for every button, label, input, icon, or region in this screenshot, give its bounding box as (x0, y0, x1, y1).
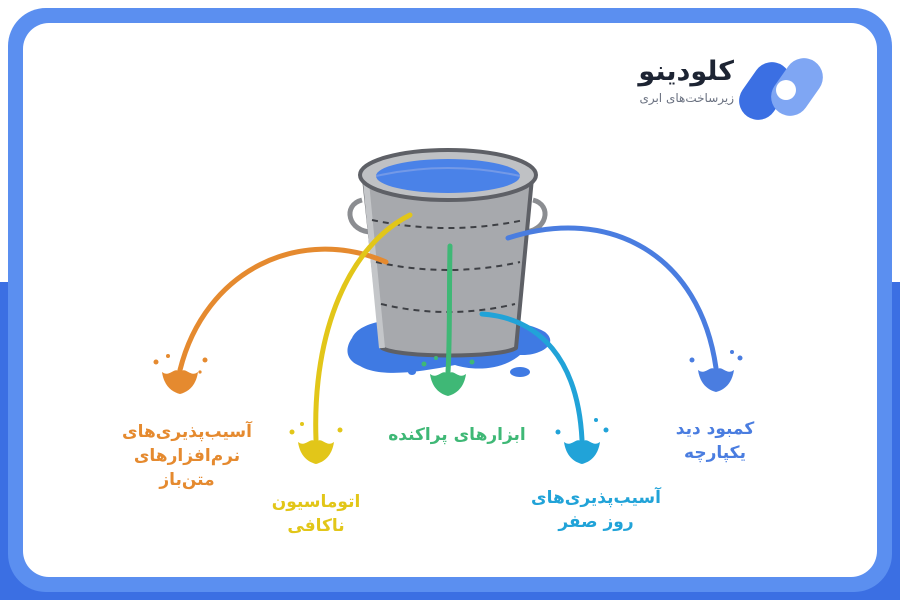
water-drop (408, 369, 416, 375)
splash-icon (421, 356, 475, 396)
water-drop (510, 367, 530, 377)
splash-icon (689, 350, 743, 392)
label-automation: اتوماسیون ناکافی (271, 492, 361, 536)
label-visibility: کمبود دید یکپارچه (675, 419, 755, 463)
stream-zeroday (479, 311, 585, 443)
label-tools: ابزارهای پراکنده (388, 425, 526, 445)
cloudino-logo-icon (739, 58, 823, 120)
splash-icon (555, 418, 609, 464)
label-zeroday: آسیب‌پذیری‌های روز صفر (531, 488, 661, 532)
stream-software (177, 246, 389, 373)
leaking-bucket-icon (358, 148, 538, 358)
label-software: آسیب‌پذیری‌های نرم‌افزارهای متن‌باز (122, 422, 252, 490)
bucket-handle (347, 197, 373, 235)
stream-visibility (505, 225, 719, 371)
splash-icon (153, 354, 208, 394)
stream-tools (445, 243, 453, 375)
stream-automation (313, 212, 413, 443)
brand-tagline: زیرساخت‌های ابری (639, 91, 734, 105)
brand-name: کلودینو (638, 56, 734, 87)
splash-icon (289, 422, 343, 464)
